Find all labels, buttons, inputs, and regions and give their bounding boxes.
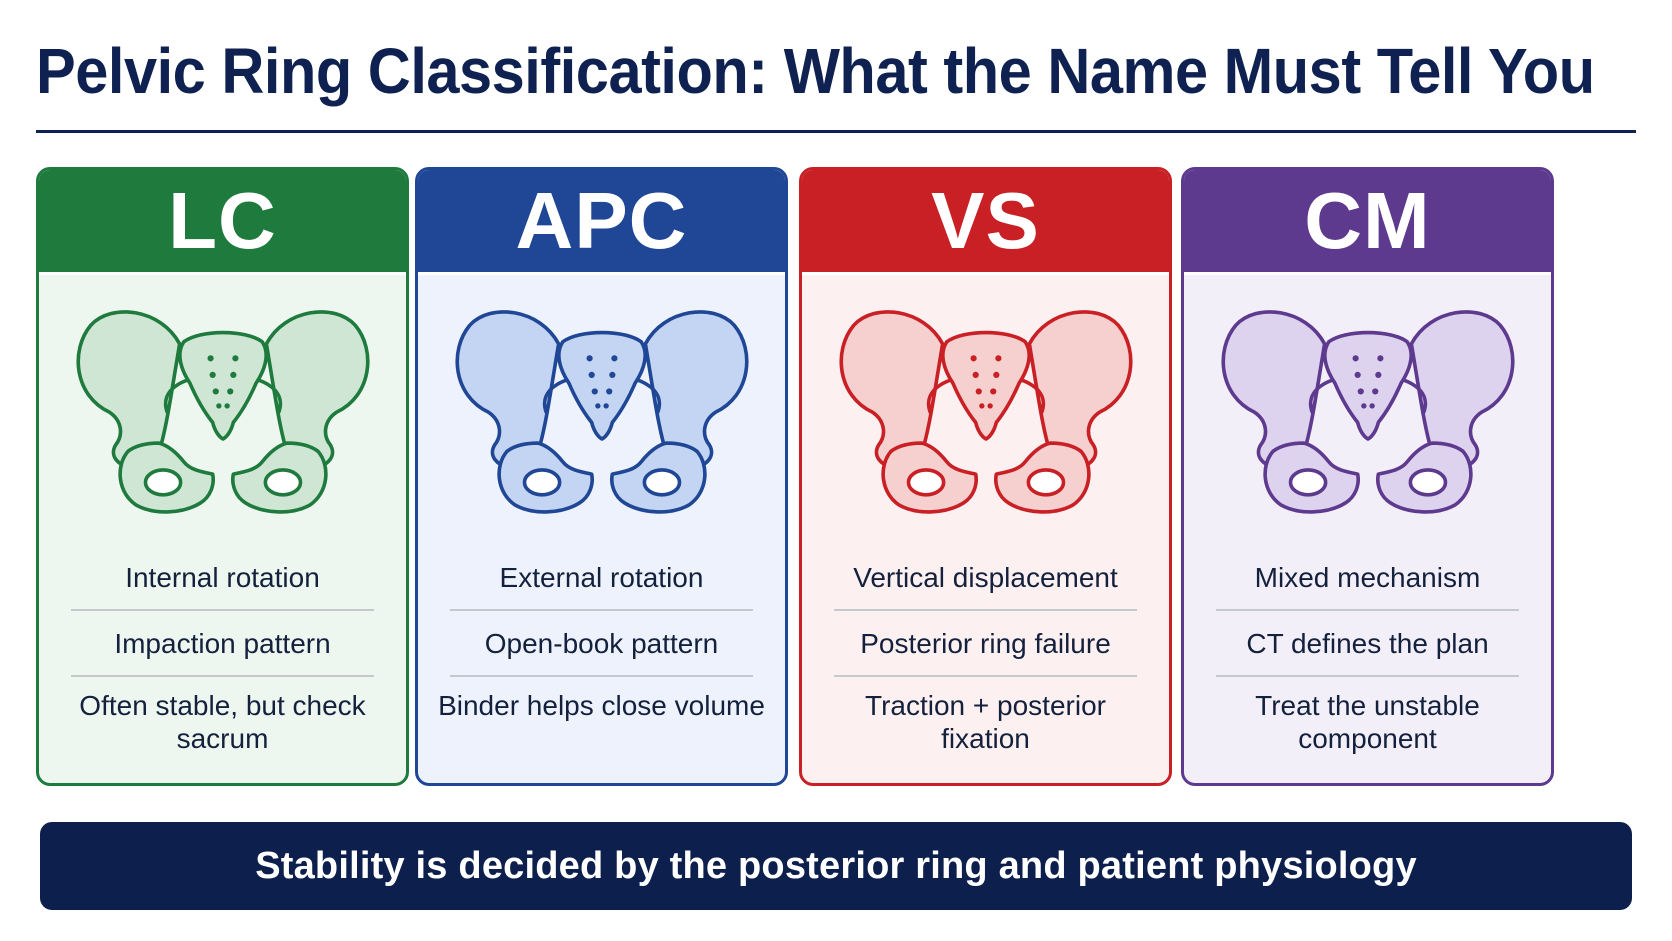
pelvis-icon <box>456 311 747 512</box>
card-divider <box>71 675 374 677</box>
card-header: LC <box>39 170 406 272</box>
card-divider <box>450 609 753 611</box>
card-line-note: Often stable, but check sacrum <box>79 690 366 754</box>
card-line-note: Traction + posterior fixation <box>865 690 1106 754</box>
card-divider <box>71 609 374 611</box>
card-line-mechanism: Mixed mechanism <box>1254 561 1481 593</box>
pelvis-icon <box>77 311 368 512</box>
card-line-pattern: CT defines the plan <box>1246 627 1489 659</box>
pelvis-icon <box>840 311 1131 512</box>
footer-banner: Stability is decided by the posterior ri… <box>40 822 1632 910</box>
card-line-note: Binder helps close volume <box>438 690 765 721</box>
card-line-pattern: Open-book pattern <box>484 627 719 659</box>
card-line-mechanism: Internal rotation <box>125 561 320 593</box>
card-header: VS <box>802 170 1169 272</box>
card-lc: LC Internal rotation Impaction pattern O… <box>36 167 409 786</box>
card-header: CM <box>1184 170 1551 272</box>
card-divider <box>834 675 1137 677</box>
page-title: Pelvic Ring Classification: What the Nam… <box>36 35 1595 107</box>
card-line-pattern: Posterior ring failure <box>860 627 1111 659</box>
card-line-mechanism: External rotation <box>499 561 704 593</box>
card-vs: VS Vertical displacement Posterior ring … <box>799 167 1172 786</box>
card-divider <box>1216 609 1519 611</box>
classification-cards: LC Internal rotation Impaction pattern O… <box>36 167 1636 786</box>
card-line-mechanism: Vertical displacement <box>853 561 1118 593</box>
card-apc: APC External rotation Open-book pattern … <box>415 167 788 786</box>
card-divider <box>834 609 1137 611</box>
card-divider <box>450 675 753 677</box>
card-line-note: Treat the unstable component <box>1255 690 1480 754</box>
card-cm: CM Mixed mechanism CT defines the plan T… <box>1181 167 1554 786</box>
pelvis-icon <box>1222 311 1513 512</box>
card-divider <box>1216 675 1519 677</box>
card-header: APC <box>418 170 785 272</box>
title-underline <box>36 130 1636 133</box>
card-line-pattern: Impaction pattern <box>114 627 331 659</box>
